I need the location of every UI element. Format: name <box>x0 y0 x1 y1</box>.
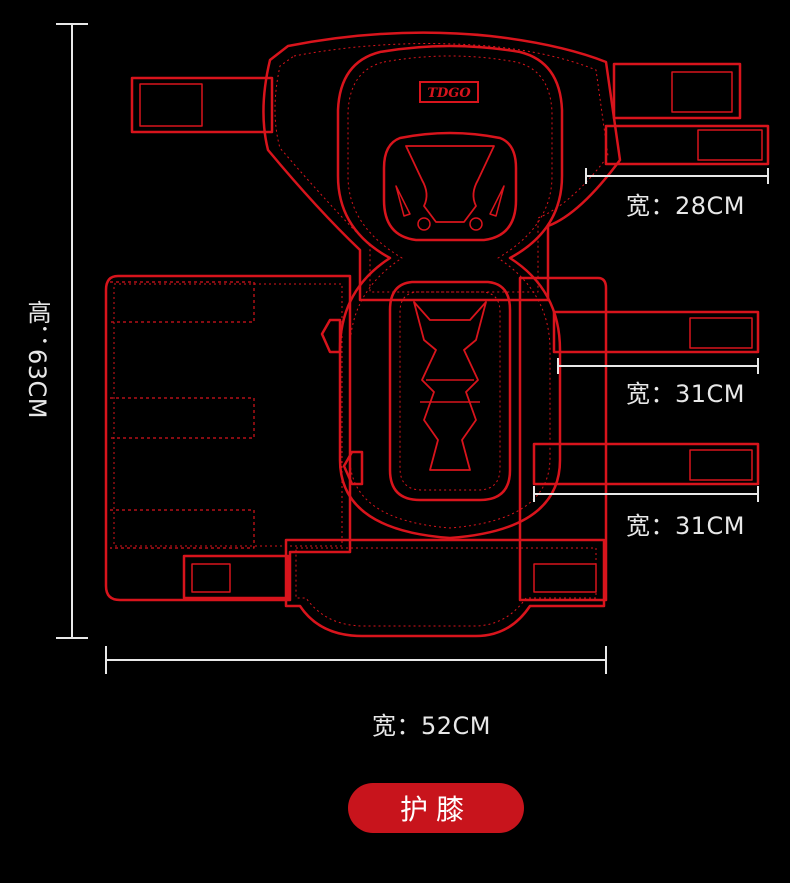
lower-knee-cap-vent <box>413 301 487 471</box>
upper-knee-cap <box>382 131 518 242</box>
height-dimension-line <box>56 23 88 639</box>
middle-right-strap-patch <box>689 317 753 349</box>
width-dimension-line-overall <box>105 646 607 674</box>
width-dimension-line-top <box>585 168 769 184</box>
top-strap-width-label: 宽：28CM <box>626 192 746 220</box>
lower-knee-cap-stitch <box>399 291 501 491</box>
lower-strap-width-label: 宽：31CM <box>626 512 746 540</box>
middle-strap-width-label: 宽：31CM <box>626 380 746 408</box>
side-buckle <box>320 318 342 354</box>
top-left-strap-patch <box>139 83 203 127</box>
thigh-panel <box>262 31 622 302</box>
lower-right-strap-patch <box>689 449 753 481</box>
lower-panel <box>284 538 606 638</box>
brand-logo: TDGO <box>427 86 471 101</box>
top-right-strap-patch <box>671 71 733 113</box>
upper-right-strap <box>604 124 770 166</box>
lower-right-strap <box>532 442 760 486</box>
left-wrap-panel <box>104 274 352 602</box>
lower-panel-stitch <box>295 547 597 627</box>
knee-shell-stitch <box>347 55 553 529</box>
lower-knee-cap <box>388 280 512 502</box>
right-side-panel <box>518 276 608 602</box>
thigh-panel-stitch <box>274 43 609 293</box>
brand-logo-plate <box>419 81 479 103</box>
lower-knee-cap-vent <box>420 379 480 403</box>
upper-knee-cap-rivet <box>417 217 431 231</box>
width-dimension-line-lower <box>533 486 759 502</box>
upper-right-strap-patch <box>697 129 763 161</box>
middle-right-strap <box>552 310 760 354</box>
upper-knee-cap-vent <box>405 145 495 223</box>
bottom-left-tab <box>182 554 290 600</box>
top-left-strap <box>130 76 274 134</box>
side-buckle <box>342 450 364 486</box>
velcro-patch <box>110 397 255 439</box>
upper-knee-cap-side-vent <box>489 185 505 217</box>
overall-width-label: 宽：52CM <box>372 712 492 740</box>
velcro-patch <box>110 509 255 549</box>
bottom-left-tab-patch <box>191 563 231 593</box>
velcro-patch <box>110 281 255 323</box>
width-dimension-line-middle <box>557 358 759 374</box>
upper-knee-cap-rivet <box>469 217 483 231</box>
left-wrap-panel-inner <box>113 283 343 547</box>
top-right-strap <box>612 62 742 120</box>
upper-knee-cap-side-vent <box>395 185 411 217</box>
knee-shell <box>336 44 564 540</box>
height-label: 高：63CM <box>23 300 51 420</box>
bottom-right-tab-patch <box>533 563 597 593</box>
product-name-badge: 护膝 <box>348 783 524 833</box>
